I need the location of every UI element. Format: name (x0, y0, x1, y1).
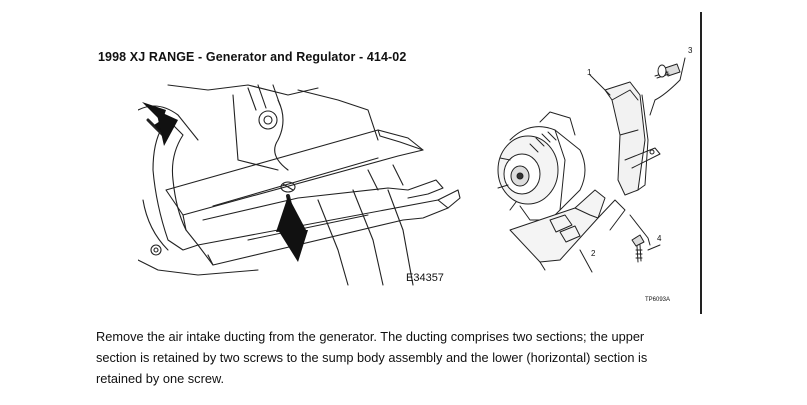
callout-4: 4 (657, 234, 662, 243)
callout-2: 2 (591, 249, 596, 258)
callout-1: 1 (587, 68, 592, 77)
page-title: 1998 XJ RANGE - Generator and Regulator … (98, 50, 407, 64)
ducting-illustration (138, 84, 461, 286)
generator-exploded-illustration (497, 57, 686, 273)
figure-divider-line (700, 12, 702, 314)
caption-line: retained by one screw. (96, 371, 225, 386)
caption-text: Remove the air intake ducting from the g… (96, 326, 736, 389)
callout-3: 3 (688, 46, 693, 55)
figure-right-code: TP6093A (645, 297, 671, 303)
caption-line: Remove the air intake ducting from the g… (96, 329, 645, 344)
figure-left-code: E34357 (406, 272, 444, 284)
caption-line: section is retained by two screws to the… (96, 350, 648, 365)
